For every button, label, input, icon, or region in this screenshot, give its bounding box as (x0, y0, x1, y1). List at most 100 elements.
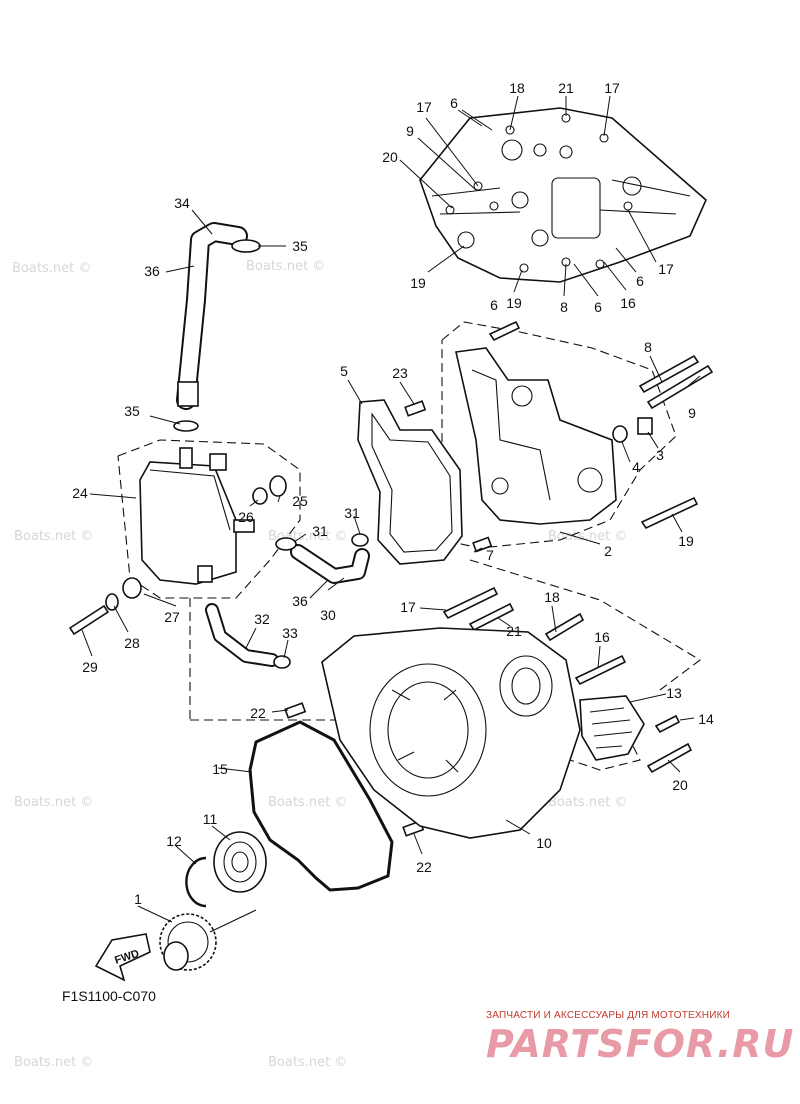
dowel-23 (404, 400, 427, 417)
gear-hub (167, 921, 209, 963)
callout: 23 (392, 365, 408, 381)
cover-bore (369, 663, 487, 797)
callout: 18 (509, 80, 525, 96)
shaft-axis (209, 909, 257, 933)
callout: 4 (632, 459, 640, 475)
crankcase-hole (501, 139, 523, 161)
crankcase-hole (622, 176, 642, 196)
callout: 36 (144, 263, 160, 279)
oil-tank (68, 447, 287, 636)
callout: 11 (203, 811, 218, 827)
bolt-8 (638, 354, 700, 394)
callout: 14 (698, 711, 714, 727)
bolt-29 (68, 604, 110, 636)
pump-port (577, 467, 603, 493)
clamp-31 (351, 533, 369, 547)
bolt-hole (505, 125, 515, 135)
clamp-31 (275, 537, 297, 551)
callout: 12 (166, 833, 182, 849)
drive-parts (159, 831, 267, 971)
filter-group-outline (539, 699, 641, 771)
watermark: Boats.net © (14, 529, 93, 544)
callout: 31 (312, 523, 328, 539)
bolt-9 (646, 364, 714, 410)
circlip-12 (185, 856, 207, 908)
callout: 21 (558, 80, 574, 96)
oil-tank-inlet (233, 519, 255, 533)
diagram-code: F1S1100-C070 (62, 988, 156, 1004)
callout: 13 (666, 685, 682, 701)
crankcase-top (419, 107, 707, 283)
watermark: Boats.net © (246, 259, 325, 274)
pump-port (491, 477, 509, 495)
callout: 1 (134, 891, 142, 907)
callout: 35 (124, 403, 140, 419)
crankcase-outline (419, 107, 707, 283)
bolt-20 (646, 742, 693, 774)
watermarks: Boats.net © Boats.net © Boats.net © Boat… (12, 259, 627, 1070)
callout: 5 (340, 363, 348, 379)
bearing-race (223, 841, 257, 883)
crankcase-hole (511, 191, 529, 209)
callout: 19 (410, 275, 426, 291)
callout: 8 (560, 299, 568, 315)
callout: 2 (604, 543, 612, 559)
strainer (579, 695, 645, 761)
callout: 20 (672, 777, 688, 793)
clamp-35 (173, 420, 199, 432)
bolt-14 (654, 714, 681, 734)
callout: 17 (658, 261, 674, 277)
callout: 9 (406, 123, 414, 139)
callout: 6 (636, 273, 644, 289)
washer-4 (612, 425, 628, 443)
callout: 25 (292, 493, 308, 509)
gasket-inner (371, 412, 453, 553)
bolt-hole (489, 201, 499, 211)
callout: 35 (292, 238, 308, 254)
clamp-33 (273, 655, 291, 669)
cover-bore-inner (387, 681, 469, 779)
callout: 30 (320, 607, 336, 623)
watermark: Boats.net © (548, 795, 627, 810)
clamp-35 (231, 239, 261, 253)
callout: 26 (238, 509, 254, 525)
gear-shaft (163, 941, 189, 971)
crankcase-hole (457, 231, 475, 249)
cover-boss-inner (511, 667, 541, 705)
bolt-21 (468, 602, 515, 632)
callout: 18 (544, 589, 560, 605)
collar-26 (252, 487, 268, 505)
oil-tank-neck (179, 447, 193, 469)
watermark: Boats.net © (14, 1055, 93, 1070)
bolt-hole (595, 259, 605, 269)
gasket-15 (248, 720, 394, 892)
watermark: Boats.net © (268, 795, 347, 810)
callout: 17 (416, 99, 432, 115)
callout: 15 (212, 761, 228, 777)
pump-rib (471, 369, 551, 501)
vendor-brand-logo[interactable]: PARTSFOR.RU (486, 1022, 795, 1066)
callout: 6 (450, 95, 458, 111)
bearing-11 (213, 831, 267, 893)
callout: 31 (344, 505, 360, 521)
callout: 33 (282, 625, 298, 641)
watermark: Boats.net © (12, 261, 91, 276)
callout: 6 (594, 299, 602, 315)
callout: 21 (506, 623, 522, 639)
callout: 10 (536, 835, 552, 851)
fwd-arrow: FWD (94, 933, 151, 982)
callout: 19 (506, 295, 522, 311)
callout: 29 (82, 659, 98, 675)
fwd-arrow-shape (94, 933, 151, 982)
dowel-22 (284, 702, 307, 719)
strainer-frame (579, 695, 645, 761)
gasket-outline (357, 399, 463, 565)
callout: 17 (400, 599, 416, 615)
bolts (284, 320, 714, 837)
bolt-19 (640, 496, 699, 530)
callout: 32 (254, 611, 270, 627)
bolt-16 (574, 654, 627, 686)
oil-tank-edge (149, 469, 231, 531)
callout: 19 (678, 533, 694, 549)
